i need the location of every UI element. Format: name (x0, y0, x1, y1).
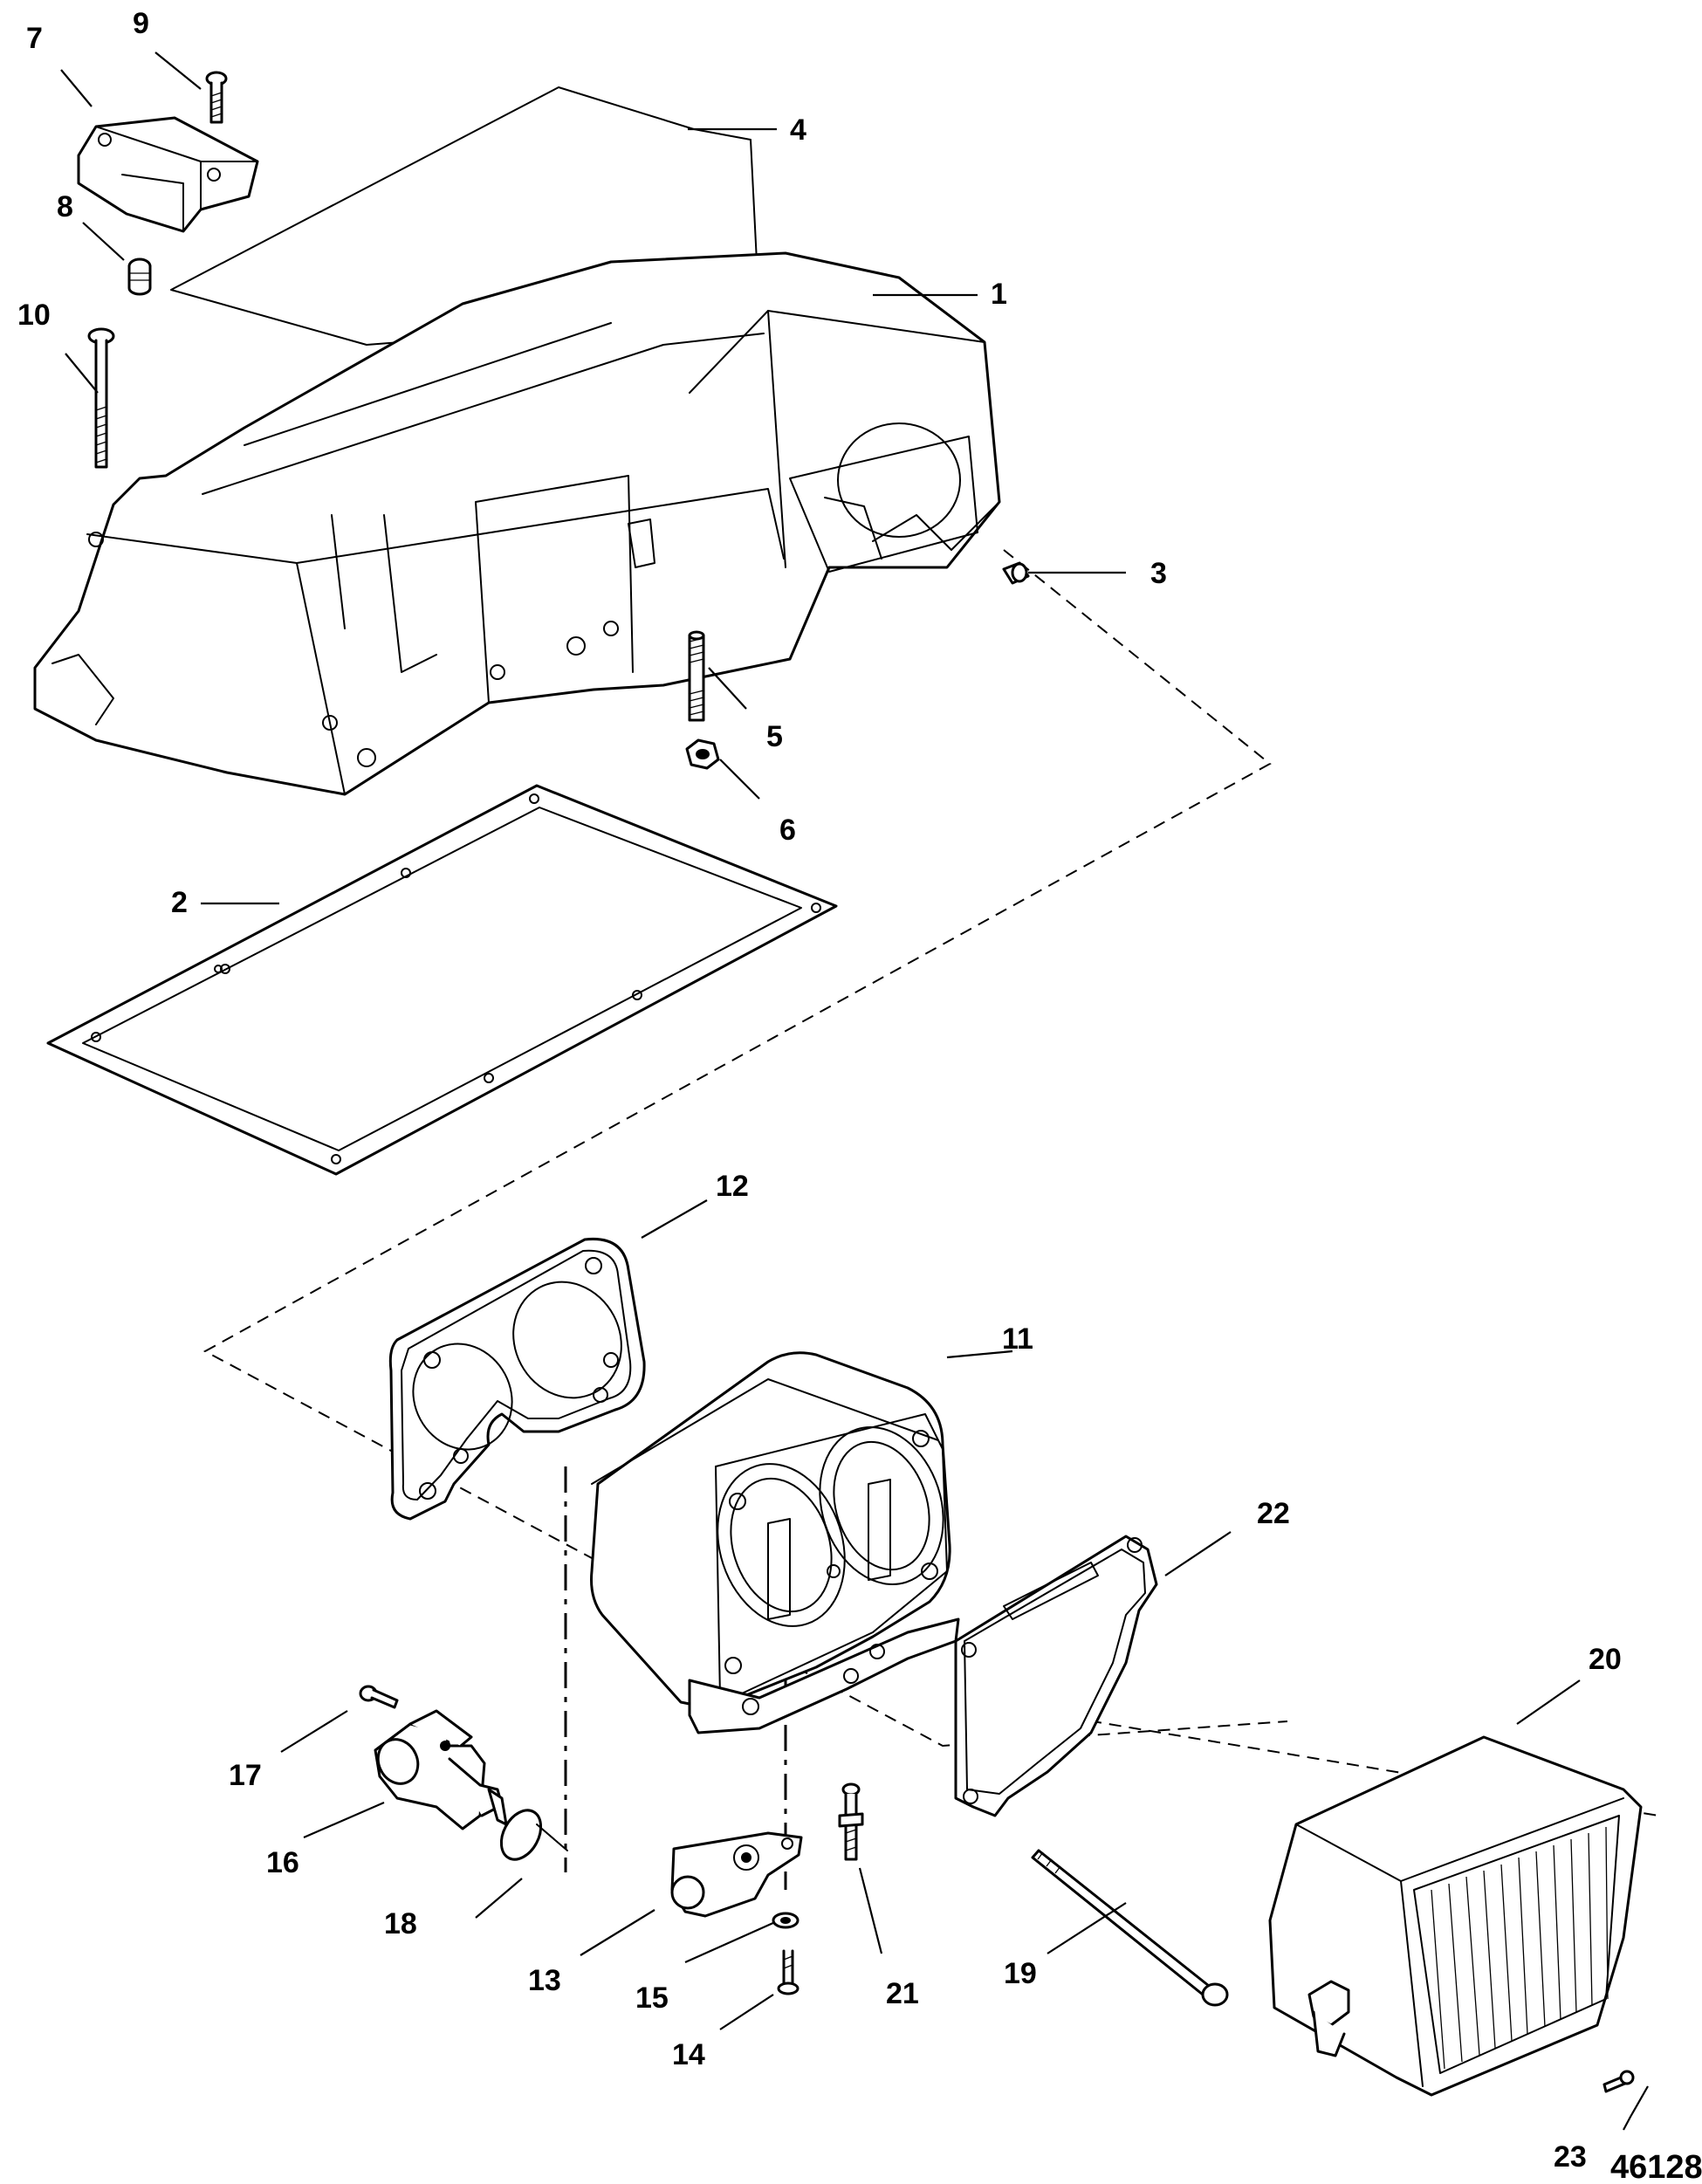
callout-4: 4 (790, 113, 806, 147)
assembly-centerlines (202, 549, 1659, 1890)
part-8-spacer (127, 258, 152, 296)
callout-17: 17 (229, 1759, 262, 1792)
part-10-long-bolt (87, 327, 115, 469)
callout-2: 2 (171, 886, 188, 919)
callout-10: 10 (17, 299, 51, 332)
part-6-nut (685, 738, 720, 770)
callout-19: 19 (1004, 1957, 1037, 1990)
callout-9: 9 (133, 7, 149, 40)
part-9-screw (205, 71, 228, 124)
part-1-plenum-housing (33, 251, 1001, 796)
part-18-o-ring (499, 1809, 568, 1861)
callout-6: 6 (779, 814, 796, 847)
part-22-gasket (954, 1535, 1158, 1817)
part-2-gasket (46, 784, 838, 1176)
part-21-stud-bolt (838, 1782, 864, 1861)
part-14-screw (777, 1949, 800, 1995)
part-11-throttle-body (590, 1351, 960, 1734)
callout-14: 14 (672, 2038, 705, 2071)
callout-labels: 7 9 4 8 1 10 3 5 6 2 12 11 22 20 17 16 1… (17, 7, 1702, 2184)
callout-5: 5 (766, 720, 783, 753)
callout-11: 11 (1002, 1322, 1033, 1356)
callout-8: 8 (57, 190, 73, 223)
part-15-washer (772, 1912, 800, 1929)
part-20-flame-arrestor (1268, 1735, 1643, 2097)
part-23-screw (1602, 2070, 1635, 2093)
callout-12: 12 (716, 1170, 749, 1203)
callout-15: 15 (635, 1981, 669, 2015)
callout-3: 3 (1150, 557, 1167, 590)
figure-number: 46128 (1610, 2149, 1702, 2184)
leader-lines (60, 52, 1649, 2131)
part-19-long-screw (1031, 1849, 1229, 2007)
part-12-throttle-gasket (388, 1237, 646, 1521)
callout-20: 20 (1589, 1643, 1622, 1676)
part-7-sensor (77, 116, 259, 233)
part-16-idle-air-control (374, 1709, 508, 1830)
callout-13: 13 (528, 1964, 561, 1997)
callout-7: 7 (26, 22, 43, 55)
part-13-position-sensor (670, 1831, 803, 1918)
callout-22: 22 (1257, 1497, 1290, 1530)
callout-16: 16 (266, 1846, 299, 1879)
callout-1: 1 (991, 278, 1007, 311)
part-17-screw (359, 1685, 399, 1709)
part-3-plug (1002, 561, 1030, 585)
callout-23: 23 (1554, 2140, 1587, 2174)
callout-21: 21 (886, 1977, 919, 2010)
callout-18: 18 (384, 1907, 417, 1940)
part-5-stud (688, 630, 705, 722)
part-4-cover-plate (170, 86, 760, 346)
